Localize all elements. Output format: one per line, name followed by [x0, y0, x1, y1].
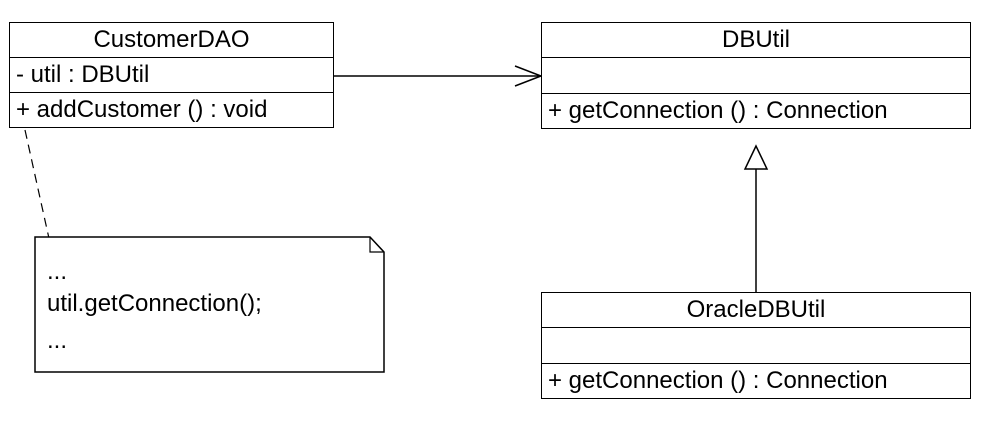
class-attributes-empty: [542, 327, 970, 363]
class-oracle-db-util: OracleDBUtil + getConnection () : Connec…: [541, 292, 971, 399]
class-attribute: - util : DBUtil: [10, 57, 333, 92]
note-line-1: ...: [47, 258, 68, 285]
note-fold: [369, 237, 384, 253]
note-shape: [34, 236, 385, 373]
note-anchor-line: [24, 129, 53, 253]
class-db-util: DBUtil + getConnection () : Connection: [541, 22, 971, 129]
class-operation: + getConnection () : Connection: [542, 93, 970, 128]
generalization-triangle: [743, 144, 769, 170]
class-operation: + addCustomer () : void: [10, 92, 333, 127]
note-line-2: util.getConnection();: [47, 290, 262, 317]
note-line-3: ...: [47, 327, 68, 354]
class-name: OracleDBUtil: [686, 296, 826, 323]
class-name: DBUtil: [721, 26, 790, 53]
class-attributes-empty: [542, 57, 970, 93]
class-name: CustomerDAO: [93, 26, 250, 53]
class-customer-dao: CustomerDAO - util : DBUtil + addCustome…: [9, 22, 334, 128]
class-operation: + getConnection () : Connection: [542, 363, 970, 398]
